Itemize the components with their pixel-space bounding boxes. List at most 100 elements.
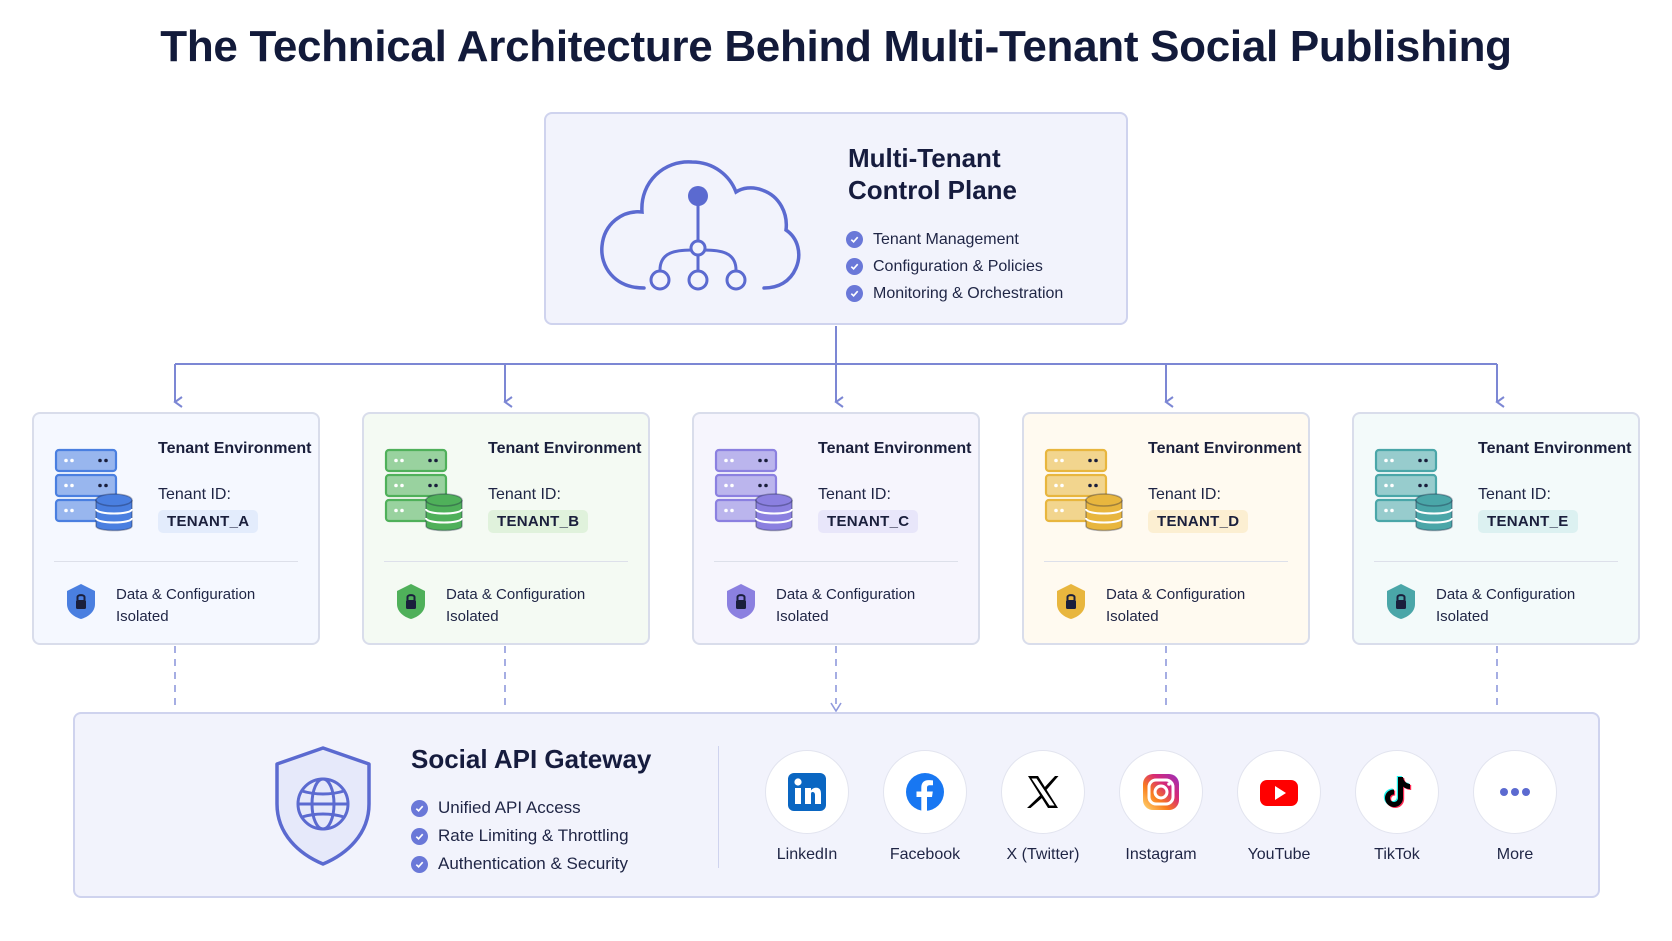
platform-label: TikTok <box>1374 846 1420 863</box>
tenant-id-label: Tenant ID: <box>1478 486 1551 503</box>
check-icon <box>411 827 428 845</box>
lock-shield-icon <box>1057 584 1085 619</box>
platform-label: Instagram <box>1125 846 1197 863</box>
server-database-icon <box>384 448 463 532</box>
platform-x-twitter[interactable]: X (Twitter) <box>987 750 1099 864</box>
tenant-heading: Tenant Environment <box>1148 440 1302 457</box>
isolation-note-line1: Data & Configuration <box>776 586 916 603</box>
platform-more[interactable]: More <box>1459 750 1571 864</box>
control-plane-feature: Monitoring & Orchestration <box>846 280 1063 307</box>
tenant-heading: Tenant Environment <box>158 440 312 457</box>
isolation-note-line2: Isolated <box>1436 608 1489 625</box>
control-plane-box: Multi-Tenant Control Plane Tenant Manage… <box>544 112 1128 325</box>
shield-globe-icon <box>275 746 371 866</box>
isolation-note-line2: Isolated <box>776 608 829 625</box>
control-plane-feature: Configuration & Policies <box>846 253 1063 280</box>
platform-label: Facebook <box>889 846 961 863</box>
tenant-card-c: Tenant Environment Tenant ID: TENANT_C D… <box>692 412 980 645</box>
tenant-id-label: Tenant ID: <box>488 486 561 503</box>
check-icon <box>846 258 863 275</box>
isolation-note-line2: Isolated <box>446 608 499 625</box>
youtube-icon[interactable] <box>1237 750 1321 834</box>
isolation-note: Data & Configuration Isolated <box>776 584 956 628</box>
control-plane-feature: Tenant Management <box>846 226 1063 253</box>
tenant-id-badge: TENANT_C <box>818 510 919 533</box>
platform-instagram[interactable]: Instagram <box>1105 750 1217 864</box>
check-icon <box>411 799 428 817</box>
feature-label: Unified API Access <box>438 798 581 817</box>
tenant-id-badge: TENANT_E <box>1478 510 1578 533</box>
tenant-card-a: Tenant Environment Tenant ID: TENANT_A D… <box>32 412 320 645</box>
tenant-id-label: Tenant ID: <box>158 486 231 503</box>
divider <box>1374 561 1618 562</box>
tenant-heading: Tenant Environment <box>818 440 972 457</box>
instagram-icon[interactable] <box>1119 750 1203 834</box>
tenant-id-badge: TENANT_A <box>158 510 259 533</box>
platform-facebook[interactable]: Facebook <box>869 750 981 864</box>
feature-label: Rate Limiting & Throttling <box>438 826 629 845</box>
lock-shield-icon <box>67 584 95 619</box>
platform-linkedin[interactable]: LinkedIn <box>751 750 863 864</box>
control-plane-title-line2: Control Plane <box>848 175 1018 205</box>
feature-label: Tenant Management <box>873 230 1019 248</box>
gateway-feature: Authentication & Security <box>411 850 629 878</box>
api-gateway-box: Social API Gateway Unified API Access Ra… <box>73 712 1600 898</box>
gateway-feature: Rate Limiting & Throttling <box>411 822 629 850</box>
divider <box>714 561 958 562</box>
tenant-id-badge: TENANT_D <box>1148 510 1249 533</box>
isolation-note-line1: Data & Configuration <box>446 586 586 603</box>
cloud-network-icon <box>600 160 801 291</box>
tiktok-icon[interactable] <box>1355 750 1439 834</box>
control-plane-title: Multi-Tenant Control Plane <box>848 142 1088 206</box>
platform-tiktok[interactable]: TikTok <box>1341 750 1453 864</box>
tenant-id-badge: TENANT_B <box>488 510 589 533</box>
isolation-note: Data & Configuration Isolated <box>116 584 296 628</box>
tenant-card-b: Tenant Environment Tenant ID: TENANT_B D… <box>362 412 650 645</box>
more-icon[interactable] <box>1473 750 1557 834</box>
divider <box>718 746 719 868</box>
platform-label: YouTube <box>1247 846 1311 863</box>
gateway-features: Unified API Access Rate Limiting & Throt… <box>411 794 629 878</box>
lock-shield-icon <box>1387 584 1415 619</box>
isolation-note: Data & Configuration Isolated <box>1106 584 1286 628</box>
facebook-icon[interactable] <box>883 750 967 834</box>
isolation-note-line1: Data & Configuration <box>1106 586 1246 603</box>
gateway-title: Social API Gateway <box>411 744 652 774</box>
check-icon <box>846 231 863 248</box>
tenant-heading: Tenant Environment <box>1478 440 1632 457</box>
server-database-icon <box>54 448 133 532</box>
control-plane-features: Tenant Management Configuration & Polici… <box>846 226 1063 307</box>
check-icon <box>411 855 428 873</box>
check-icon <box>846 285 863 302</box>
platform-label: LinkedIn <box>776 846 838 863</box>
tenant-id-label: Tenant ID: <box>1148 486 1221 503</box>
divider <box>1044 561 1288 562</box>
tenant-card-d: Tenant Environment Tenant ID: TENANT_D D… <box>1022 412 1310 645</box>
isolation-note: Data & Configuration Isolated <box>446 584 626 628</box>
platform-label: More <box>1496 846 1534 863</box>
page-title: The Technical Architecture Behind Multi-… <box>160 22 1512 71</box>
server-database-icon <box>1374 448 1453 532</box>
isolation-note: Data & Configuration Isolated <box>1436 584 1616 628</box>
lock-shield-icon <box>727 584 755 619</box>
isolation-note-line2: Isolated <box>116 608 169 625</box>
gateway-feature: Unified API Access <box>411 794 629 822</box>
tenant-id-label: Tenant ID: <box>818 486 891 503</box>
lock-shield-icon <box>397 584 425 619</box>
isolation-note-line1: Data & Configuration <box>116 586 256 603</box>
divider <box>54 561 298 562</box>
tenant-heading: Tenant Environment <box>488 440 642 457</box>
feature-label: Monitoring & Orchestration <box>873 284 1064 302</box>
isolation-note-line1: Data & Configuration <box>1436 586 1576 603</box>
isolation-note-line2: Isolated <box>1106 608 1159 625</box>
divider <box>384 561 628 562</box>
server-database-icon <box>1044 448 1123 532</box>
linkedin-icon[interactable] <box>765 750 849 834</box>
feature-label: Authentication & Security <box>438 854 628 873</box>
feature-label: Configuration & Policies <box>873 257 1043 275</box>
server-database-icon <box>714 448 793 532</box>
control-plane-title-line1: Multi-Tenant <box>848 143 1001 173</box>
platform-label: X (Twitter) <box>1006 846 1080 863</box>
x-icon[interactable] <box>1001 750 1085 834</box>
platform-youtube[interactable]: YouTube <box>1223 750 1335 864</box>
